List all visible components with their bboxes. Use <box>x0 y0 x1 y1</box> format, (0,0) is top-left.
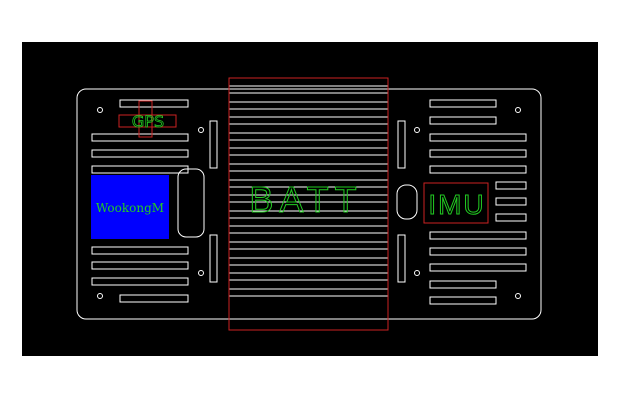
left-slot <box>91 133 189 142</box>
mounting-hole <box>97 107 103 113</box>
mounting-hole <box>414 270 420 276</box>
right-slot <box>429 165 527 174</box>
right-slot <box>429 280 497 289</box>
battery-label: BATT <box>249 179 362 220</box>
frame-plate-outline <box>76 88 542 320</box>
vertical-slot <box>397 234 406 283</box>
left-slot <box>119 294 189 303</box>
right-slot <box>429 231 527 240</box>
mounting-hole <box>198 127 204 133</box>
vertical-slot <box>209 120 218 169</box>
mounting-hole <box>97 293 103 299</box>
left-slot <box>91 246 189 255</box>
mounting-hole <box>414 127 420 133</box>
right-slot <box>429 99 497 108</box>
mounting-hole <box>515 293 521 299</box>
right-slot <box>429 133 527 142</box>
left-slot <box>91 277 189 286</box>
flight-controller-box <box>91 175 169 239</box>
left-slot <box>119 99 189 108</box>
vertical-slot <box>397 120 406 169</box>
battery-box <box>228 77 389 331</box>
left-cutout <box>177 168 205 238</box>
vertical-slot <box>209 234 218 283</box>
right-slot <box>495 213 527 222</box>
gps-mast-box <box>138 100 153 138</box>
right-slot <box>429 296 497 305</box>
right-slot <box>429 247 527 256</box>
left-slot <box>91 261 189 270</box>
right-slot <box>429 116 497 125</box>
right-slot <box>429 263 527 272</box>
mounting-hole <box>515 107 521 113</box>
imu-box <box>423 182 489 224</box>
right-slot <box>495 197 527 206</box>
gps-label: GPS <box>132 112 164 131</box>
mounting-hole <box>198 270 204 276</box>
left-slot <box>91 149 189 158</box>
imu-label: IMU <box>428 189 485 220</box>
mounting-hole-group <box>97 107 521 299</box>
gps-box <box>118 114 177 128</box>
flight-controller-label: WookongM <box>96 201 164 215</box>
right-slot <box>495 181 527 190</box>
right-cutout <box>396 184 418 220</box>
right-slot <box>429 149 527 158</box>
